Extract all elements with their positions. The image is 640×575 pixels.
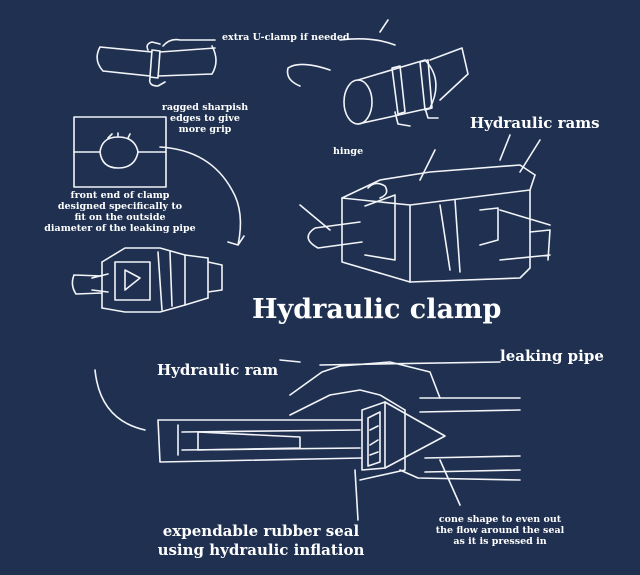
front-end-line-2: designed specifically to [57,201,183,212]
ragged-edges-line-1: ragged sharpish [161,102,249,113]
clamp-top-view-sketch [71,247,223,313]
cone-shape-line-1: cone shape to even out [438,514,562,525]
rubber-seal-line-2: using hydraulic inflation [157,541,365,559]
leaking-pipe-label: leaking pipe [500,347,604,365]
cone-shape-label: cone shape to even out the flow around t… [420,514,580,547]
u-clamp-label: extra U-clamp if needed [222,32,350,43]
clamp-front-view-sketch [73,116,167,188]
front-end-label: front end of clamp designed specifically… [30,190,210,234]
ragged-edges-line-3: more grip [178,124,232,135]
front-end-line-1: front end of clamp [70,190,170,201]
cone-shape-line-3: as it is pressed in [453,536,547,547]
diagram-title: Hydraulic clamp [252,294,502,325]
front-end-line-3: fit on the outside [74,212,166,223]
leader-arrow [159,146,245,246]
cone-shape-line-2: the flow around the seal [435,525,565,536]
hydraulic-ram-label: Hydraulic ram [157,361,279,379]
pipe-with-u-clamp-sketch [96,38,217,87]
rubber-seal-label: expendable rubber seal using hydraulic i… [148,522,374,560]
hinge-label: hinge [333,146,364,157]
front-end-line-4: diameter of the leaking pipe [44,223,196,234]
rubber-seal-line-1: expendable rubber seal [162,522,360,540]
ragged-edges-line-2: edges to give [170,113,240,124]
hydraulic-rams-label: Hydraulic rams [470,114,600,132]
ragged-edges-label: ragged sharpish edges to give more grip [155,102,255,135]
pipe-clamp-3d-sketch [286,19,469,127]
hydraulic-rams-box-sketch [299,134,551,283]
hydraulic-clamp-section-sketch [94,359,521,521]
